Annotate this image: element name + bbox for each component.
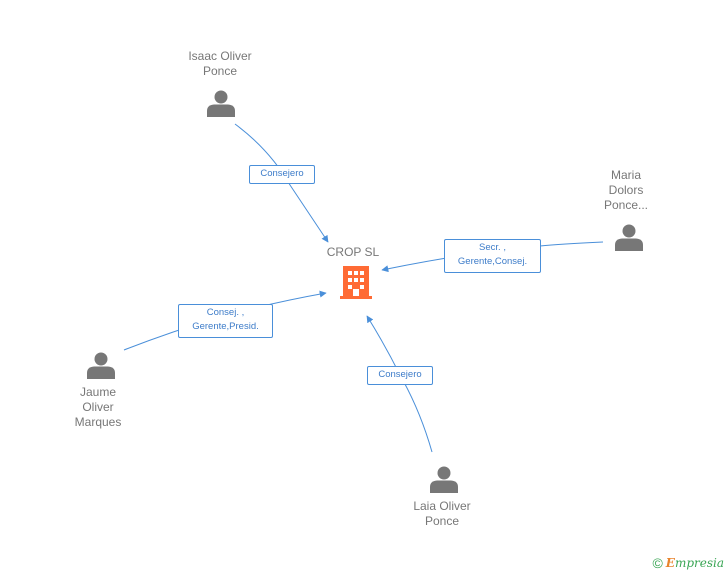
copyright-icon: © — [652, 555, 663, 571]
company-name[interactable]: CROP SL — [326, 245, 380, 259]
person-icon[interactable] — [430, 465, 458, 493]
person-name-laia[interactable]: Laia Oliver Ponce — [413, 499, 471, 528]
brand-logo[interactable]: Empresia — [665, 556, 724, 570]
edge-isaac — [234, 123, 329, 243]
person-icon[interactable] — [615, 223, 643, 251]
person-icon[interactable] — [87, 351, 115, 379]
person-name-maria[interactable]: Maria Dolors Ponce... — [603, 168, 649, 212]
relation-label-isaac[interactable]: Consejero — [249, 165, 315, 184]
building-icon[interactable] — [340, 264, 372, 300]
copyright-notice: © Empresia — [652, 555, 724, 571]
person-icon[interactable] — [207, 89, 235, 117]
relation-label-maria[interactable]: Secr. , Gerente,Consej. — [444, 239, 541, 273]
relation-label-jaume[interactable]: Consej. , Gerente,Presid. — [178, 304, 273, 338]
person-name-jaume[interactable]: Jaume Oliver Marques — [74, 385, 122, 429]
relation-label-laia[interactable]: Consejero — [367, 366, 433, 385]
person-name-isaac[interactable]: Isaac Oliver Ponce — [188, 49, 252, 78]
